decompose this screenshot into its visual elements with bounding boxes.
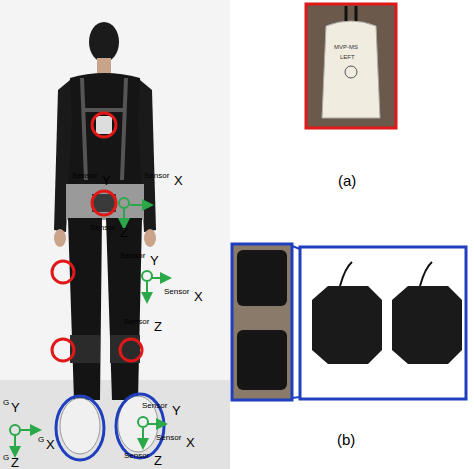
axis-label: Z (154, 454, 162, 467)
force-plate (237, 330, 287, 390)
axis-superscript: Sensor (142, 402, 167, 410)
axis-label: Y (172, 404, 181, 417)
photo-frame (306, 4, 396, 128)
axis-label: X (46, 438, 55, 451)
axis-origin (142, 271, 152, 281)
axis-label: Z (154, 320, 162, 333)
left-shoe (60, 398, 100, 454)
zoom-line (292, 246, 300, 398)
axis-label: X (174, 174, 183, 187)
sensor-marker (120, 339, 142, 361)
right-leg (106, 218, 142, 400)
axis-superscript: Sensor (124, 318, 149, 326)
axis-superscript: G (38, 436, 44, 444)
axis-label: X (186, 436, 195, 449)
axis-origin (119, 198, 129, 208)
axis-arrow (142, 428, 144, 448)
left-hand (54, 229, 66, 247)
axis-superscript: Sensor (144, 172, 169, 180)
right-hand (144, 229, 156, 247)
axis-superscript: G (3, 399, 9, 407)
back-sensor (96, 116, 112, 134)
force-plate (392, 286, 462, 364)
axis-label: X (194, 290, 203, 303)
axis-superscript: Sensor (72, 172, 97, 180)
sensor-text: MVP-MS (334, 44, 358, 50)
axis-origin (138, 417, 148, 427)
left-leg (68, 218, 102, 400)
head (89, 22, 119, 62)
force-plate (237, 250, 287, 306)
axis-superscript: Sensor (90, 224, 115, 232)
axis-arrow (148, 423, 166, 425)
axis-label: Y (102, 174, 111, 187)
axis-superscript: Sensor (156, 434, 181, 442)
photo-frame (232, 244, 292, 400)
sensor-text: LEFT (340, 54, 355, 60)
force-plate-marker (56, 396, 104, 460)
axis-label: Y (150, 254, 159, 267)
torso (66, 73, 144, 190)
axis-arrow (20, 429, 40, 431)
force-plate (312, 286, 382, 364)
axis-arrow (152, 277, 170, 279)
sensor-marker (52, 339, 74, 361)
axis-label: Y (11, 401, 20, 414)
neck (97, 58, 111, 74)
axis-arrow (146, 282, 148, 302)
waist-belt (66, 184, 144, 220)
axis-arrow (14, 435, 16, 456)
sensor-cable (340, 262, 432, 286)
axis-label: Z (120, 226, 128, 239)
axis-origin (10, 425, 20, 435)
imu-sensor (322, 21, 380, 118)
axis-superscript: Sensor (120, 252, 145, 260)
harness-straps (82, 78, 126, 180)
panel-label: (a) (338, 173, 356, 188)
axis-superscript: G (3, 454, 9, 462)
sensor-marker (92, 113, 116, 137)
sensor-cable (346, 6, 356, 22)
photo-background (0, 0, 230, 469)
axis-superscript: Sensor (124, 452, 149, 460)
axis-label: Z (11, 456, 19, 469)
sensor-marker (52, 261, 74, 283)
sensor-marker (92, 191, 116, 215)
axis-symbol (345, 66, 357, 78)
axis-arrow (130, 204, 152, 206)
photo-frame (300, 247, 466, 399)
axis-superscript: Sensor (164, 288, 189, 296)
panel-label: (b) (337, 432, 355, 447)
